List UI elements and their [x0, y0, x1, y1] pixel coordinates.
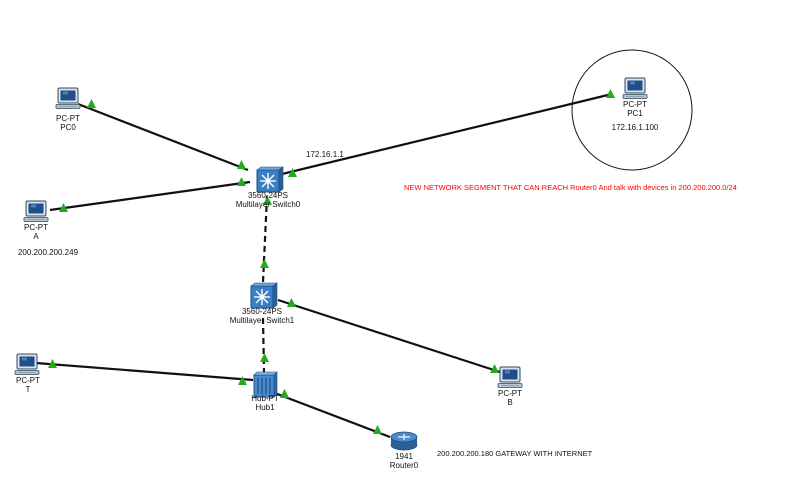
device-name-label: B — [507, 398, 512, 407]
device-model-label: PC-PT — [16, 376, 40, 385]
device-model-label: 1941 — [395, 452, 413, 461]
device-name-label: A — [33, 232, 39, 241]
gateway-note: 200.200.200.180 GATEWAY WITH INTERNET — [437, 449, 593, 458]
device-name-label: T — [26, 385, 31, 394]
device-pc-t[interactable]: PC-PT T — [14, 353, 40, 394]
device-name-label: Multilayer Switch1 — [230, 316, 295, 325]
device-multilayer-switch1[interactable]: 3560-24PS Multilayer Switch1 — [230, 282, 295, 325]
link-hub1-router0[interactable] — [271, 390, 391, 439]
device-model-label: PC-PT — [24, 223, 48, 232]
device-model-label: PC-PT — [623, 100, 647, 109]
link-pca-switch0[interactable] — [49, 180, 251, 212]
device-name-label: PC1 — [627, 109, 643, 118]
device-pc1[interactable]: PC-PT PC1 172.16.1.100 — [612, 77, 659, 132]
device-pc-b[interactable]: PC-PT B — [497, 366, 523, 407]
device-model-label: 3560-24PS — [242, 307, 282, 316]
device-model-label: PC-PT — [56, 114, 80, 123]
device-pc-a[interactable]: PC-PT A 200.200.200.249 — [18, 200, 79, 257]
link-up-indicator — [606, 89, 615, 98]
pc-icon — [497, 366, 523, 388]
pc-icon — [55, 87, 81, 109]
link-up-indicator — [280, 389, 289, 398]
pc1-ip-label: 172.16.1.100 — [612, 123, 659, 132]
multilayer-switch-icon — [250, 282, 278, 309]
device-router0[interactable]: 1941 Router0 — [390, 431, 419, 470]
device-hub1[interactable]: Hub-PT Hub1 — [251, 371, 279, 412]
device-model-label: Hub-PT — [251, 394, 279, 403]
link-switch1-hub1[interactable] — [261, 317, 266, 373]
device-name-label: Multilayer Switch0 — [236, 200, 301, 209]
device-name-label: Router0 — [390, 461, 419, 470]
link-up-indicator — [373, 425, 382, 434]
link-status-indicators — [48, 89, 615, 434]
link-pc0-switch0[interactable] — [77, 102, 249, 172]
pc1-highlight-circle — [571, 49, 693, 171]
link-up-indicator — [237, 160, 246, 169]
router-icon — [390, 431, 418, 451]
new-segment-note: NEW NETWORK SEGMENT THAT CAN REACH Route… — [404, 183, 737, 192]
pc-icon — [622, 77, 648, 99]
device-name-label: Hub1 — [255, 403, 275, 412]
link-up-indicator — [260, 353, 269, 362]
link-pc1-switch0[interactable] — [281, 92, 613, 176]
multilayer-switch-icon — [256, 166, 284, 193]
device-model-label: 3560-24PS — [248, 191, 288, 200]
switch0-link-ip-label: 172.16.1.1 — [306, 150, 344, 159]
device-name-label: PC0 — [60, 123, 76, 132]
pc-a-ip-label: 200.200.200.249 — [18, 248, 79, 257]
device-multilayer-switch0[interactable]: 3560-24PS Multilayer Switch0 — [236, 166, 301, 209]
device-pc0[interactable]: PC-PT PC0 — [55, 87, 81, 132]
pc-icon — [23, 200, 49, 222]
link-up-indicator — [237, 177, 246, 186]
device-model-label: PC-PT — [498, 389, 522, 398]
link-pct-hub1[interactable] — [35, 361, 254, 382]
link-up-indicator — [260, 259, 269, 268]
link-switch1-pcb[interactable] — [277, 298, 501, 374]
pc-icon — [14, 353, 40, 375]
link-up-indicator — [87, 99, 96, 108]
